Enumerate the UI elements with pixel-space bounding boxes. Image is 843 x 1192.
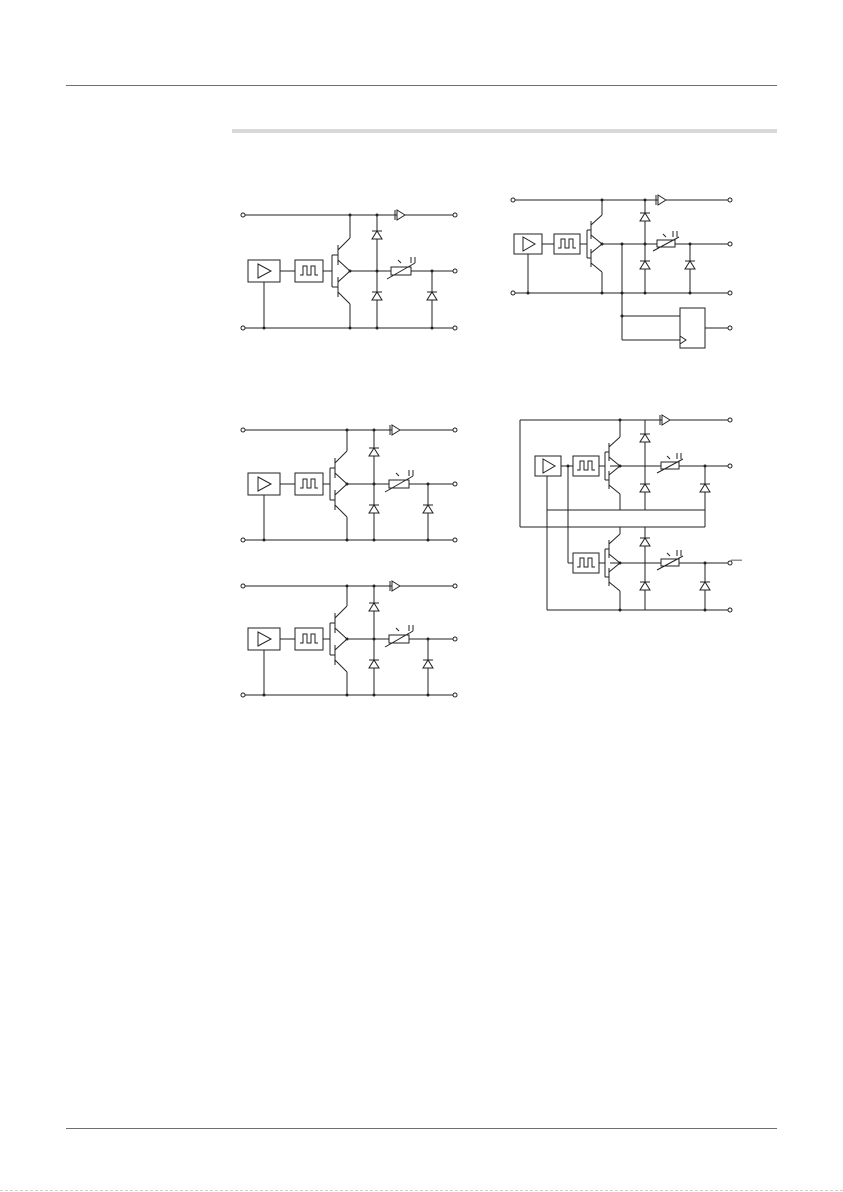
varistor-icon xyxy=(385,625,413,647)
circuit-diagram-c xyxy=(235,576,465,706)
diode-bottom-icon xyxy=(700,466,710,610)
section-bar xyxy=(232,129,777,133)
circuit-diagram-a xyxy=(235,205,465,335)
circuit-diagram-e xyxy=(515,410,755,620)
diode-top-icon xyxy=(390,425,400,435)
diode-bottom-icon xyxy=(685,244,695,293)
pulse-block xyxy=(554,234,580,254)
transistor-upper-icon xyxy=(335,586,347,639)
transistor-lower-icon xyxy=(609,527,620,610)
page-edge xyxy=(0,1190,843,1191)
zener-diode-upper-icon xyxy=(640,420,650,510)
zener-diode-lower-icon xyxy=(640,527,650,610)
varistor-icon xyxy=(657,453,683,473)
transistor-upper-icon xyxy=(335,430,347,484)
transistor-lower-icon xyxy=(335,484,347,540)
zener-diode-upper-icon xyxy=(640,200,650,293)
varistor-icon xyxy=(657,550,683,570)
diode-top-icon xyxy=(660,415,670,425)
amplifier-block xyxy=(514,234,542,254)
diode-bottom-icon xyxy=(423,639,433,695)
pulse-block-2 xyxy=(573,553,599,573)
transistor-lower-icon xyxy=(338,271,350,328)
pulse-block xyxy=(295,628,323,650)
amplifier-block xyxy=(248,628,280,650)
pulse-block xyxy=(295,260,323,282)
transistor-lower-icon xyxy=(591,244,602,293)
diode-bottom-icon xyxy=(423,484,433,540)
pulse-block xyxy=(295,473,323,495)
footer-rule xyxy=(66,1128,777,1129)
transistor-upper-icon xyxy=(338,215,350,271)
minus-label: — xyxy=(731,555,742,566)
diode-top-icon xyxy=(656,195,666,205)
varistor-icon xyxy=(385,470,413,492)
amplifier-block xyxy=(248,473,280,495)
header-rule xyxy=(66,85,777,86)
amplifier-block xyxy=(248,260,280,282)
logic-block xyxy=(680,308,730,348)
varistor-icon xyxy=(653,231,679,251)
circuit-diagram-d xyxy=(505,190,745,355)
varistor-icon xyxy=(387,257,415,279)
pulse-block-1 xyxy=(573,456,599,476)
diode-top-icon xyxy=(395,210,405,220)
transistor-lower-icon xyxy=(335,639,347,695)
diode-top-icon xyxy=(390,581,400,591)
transistor-upper-icon xyxy=(591,200,602,244)
circuit-diagram-b xyxy=(235,420,465,550)
transistor-upper-icon xyxy=(609,420,620,510)
amplifier-block xyxy=(535,456,561,476)
diode-bottom-icon xyxy=(427,271,437,327)
